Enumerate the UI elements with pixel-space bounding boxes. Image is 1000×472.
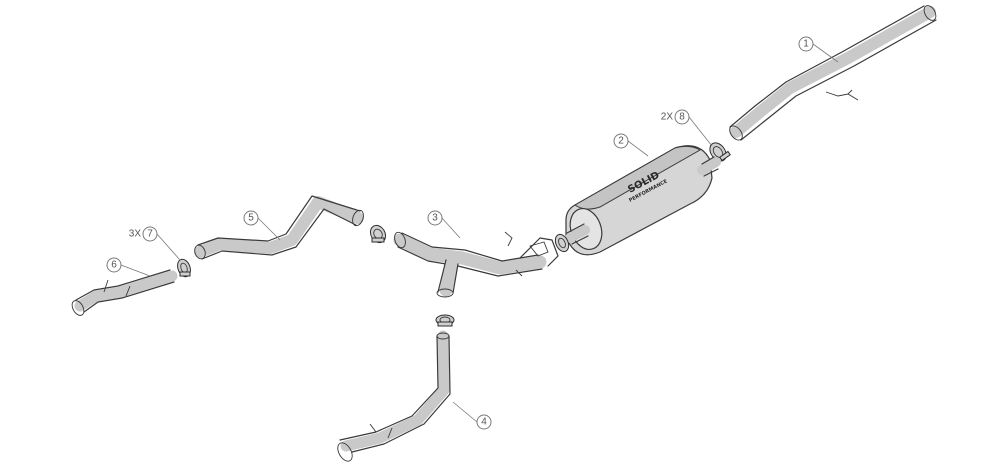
callout-2: 2 [613, 133, 649, 157]
callout-1: 1 [798, 36, 839, 63]
callout-8-quantity: 2X [661, 112, 674, 123]
callout-2-number: 2 [618, 136, 624, 147]
part-6-left-tail-pipe [71, 269, 178, 316]
callout-6-number: 6 [111, 260, 117, 271]
clamp-muffler-inlet [554, 233, 570, 253]
clamp-y-pipe-inlet [369, 224, 387, 244]
callout-8-number: 8 [679, 112, 685, 123]
callout-5: 5 [243, 210, 281, 241]
callout-8: 8 2X [661, 109, 713, 147]
callout-1-number: 1 [803, 39, 809, 50]
part-4-right-tail-pipe [337, 330, 451, 462]
callout-7-quantity: 3X [129, 229, 142, 240]
callout-7-number: 7 [147, 229, 153, 240]
callout-5-number: 5 [248, 213, 254, 224]
part-1-front-pipe [729, 5, 937, 141]
part-3-y-pipe [393, 231, 559, 298]
part-5-intermediate-pipe [194, 195, 364, 260]
callout-3: 3 [427, 210, 461, 239]
callout-4: 4 [452, 401, 492, 430]
callout-4-number: 4 [481, 417, 487, 428]
callout-7: 7 3X [129, 226, 181, 261]
part-7-clamp [177, 258, 191, 278]
callout-3-number: 3 [432, 213, 438, 224]
callout-6: 6 [106, 257, 151, 277]
part-2-muffler: SOLID PERFORMANCE [565, 145, 721, 256]
clamp-tail-pipe-inlet [435, 314, 455, 327]
